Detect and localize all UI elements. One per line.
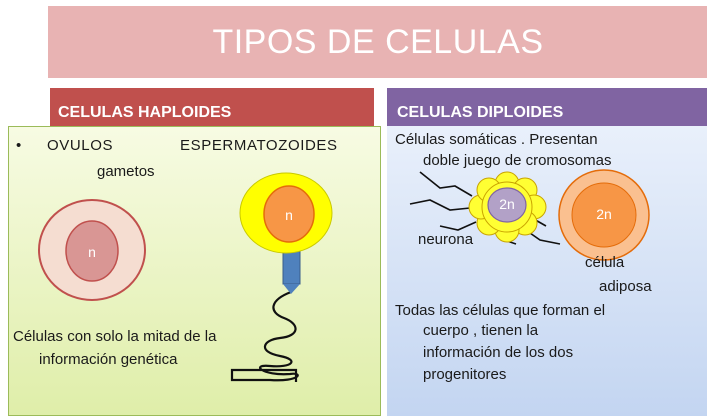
- diploid-description-line4: progenitores: [423, 366, 507, 383]
- ovulos-label: OVULOS: [47, 137, 114, 154]
- gametos-label: gametos: [97, 163, 155, 180]
- neuron-caption: neurona: [418, 231, 474, 248]
- neuron-nucleus: [487, 187, 527, 223]
- diploid-header: CELULAS DIPLOIDES: [397, 104, 564, 121]
- haploid-description-line1: Células con solo la mitad de la: [13, 328, 217, 345]
- diploid-description-line2: cuerpo , tienen la: [423, 322, 539, 339]
- sperm-nucleus: [263, 185, 315, 243]
- sperm-tip: [283, 284, 300, 294]
- page-title: TIPOS DE CELULAS: [212, 22, 544, 61]
- diploid-line2: doble juego de cromosomas: [423, 152, 612, 169]
- diploid-line1: Células somáticas . Presentan: [395, 131, 598, 148]
- haploid-description-line2: información genética: [39, 351, 178, 368]
- haploid-header: CELULAS HAPLOIDES: [58, 104, 232, 121]
- sperm-label: n: [285, 207, 293, 223]
- adipose-label: 2n: [596, 206, 612, 222]
- bullet-point: •: [16, 137, 22, 154]
- espermatozoides-label: ESPERMATOZOIDES: [180, 137, 338, 154]
- haploid-illustration: [38, 172, 333, 382]
- diploid-illustration: [409, 169, 650, 261]
- diploid-panel: [387, 126, 707, 416]
- ovum-nucleus: [65, 220, 119, 282]
- adipose-caption-line2: adiposa: [599, 278, 652, 295]
- diploid-description-line1: Todas las células que forman el: [395, 302, 606, 319]
- ovum-label: n: [88, 244, 96, 260]
- neuron-label: 2n: [499, 196, 515, 212]
- adipose-caption-line1: célula: [585, 254, 625, 271]
- sperm-tail: [230, 290, 299, 382]
- diploid-description-line3: información de los dos: [423, 344, 574, 361]
- title-banner: [48, 6, 707, 78]
- adipose-nucleus: [571, 182, 637, 248]
